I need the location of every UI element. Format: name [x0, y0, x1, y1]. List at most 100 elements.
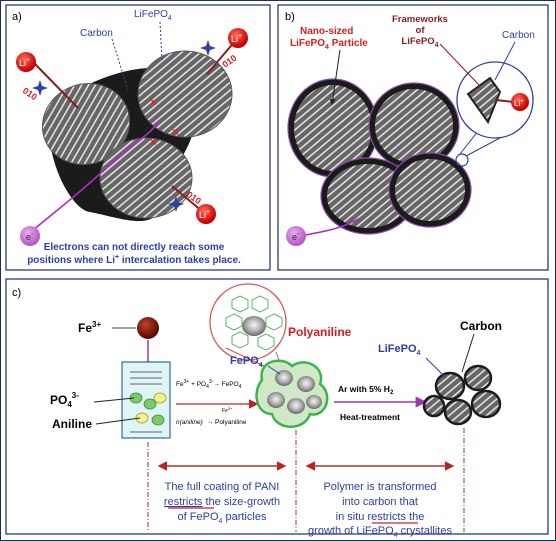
po4-pointer [93, 397, 135, 403]
lifepo4-label-a: LiFePO4 [134, 9, 172, 22]
reaction-1: Fe3+ + PO43-→ FePO4 [176, 379, 242, 390]
particle-label-b-2: LiFePO4 Particle [290, 38, 368, 51]
electron-a-label: e- [26, 231, 34, 242]
aniline-label: Aniline [52, 417, 92, 431]
beaker-particle-4 [135, 412, 149, 424]
framework-wedge-b [466, 76, 502, 125]
product-particle-5 [422, 394, 446, 418]
beaker-particle-2 [143, 398, 157, 410]
fepo4-core-5 [306, 395, 322, 409]
po4-label: PO43- [50, 391, 79, 409]
product-particle-4 [443, 398, 473, 426]
particle-label-b-1: Nano-sized [300, 26, 353, 37]
li-ion-b [511, 93, 529, 111]
reaction-2: n(aniline)→ Polyaniline [176, 419, 247, 426]
aniline-pointer [95, 417, 141, 425]
zoom-spot-b [455, 153, 469, 167]
frameworks-label-b-2: of [416, 25, 426, 36]
li-ion-2 [228, 28, 248, 48]
panel-a-letter: a) [12, 11, 22, 23]
product-particle-3 [470, 389, 502, 419]
note-right-1: Polymer is transformed [323, 481, 436, 493]
frameworks-pointer-b [439, 43, 481, 87]
electron-b-label: e- [292, 231, 300, 242]
particle-pointer-b [329, 49, 341, 105]
fepo4-core-3 [267, 392, 285, 408]
panel-b: b) Li+ Nano-sized LiFePO4 Particle Frame… [277, 4, 549, 271]
li-path-1 [34, 63, 79, 109]
particle-b-4 [389, 153, 471, 227]
product-particle-1 [434, 371, 466, 401]
fepo4-label: FePO4 [230, 355, 263, 369]
electron-b [286, 226, 306, 246]
heat-label: Heat-treatment [340, 412, 400, 422]
frameworks-label-b-3: LiFePO4 [401, 36, 438, 49]
panel-b-letter: b) [285, 11, 295, 23]
li-ion-1-label: Li+ [19, 57, 30, 68]
particle-top-a [137, 50, 233, 138]
ring-4 [265, 313, 283, 331]
ar-label: Ar with 5% H2 [338, 384, 394, 396]
polyaniline-label: Polyaniline [288, 325, 352, 339]
li-path-3 [171, 185, 204, 213]
note-right-2: into carbon that [342, 496, 418, 508]
carbon-label-a: Carbon [80, 28, 113, 39]
beaker-particle-3 [153, 392, 167, 404]
particle-left-a [41, 83, 131, 165]
panel-a: a) × × × Li+ Li+ Li+ 010 010 010 Carbon [5, 4, 271, 271]
particle-cluster-b [287, 78, 472, 235]
block-mark-2: × [150, 135, 157, 149]
electron-path-a [27, 119, 161, 235]
carbon-label-c: Carbon [460, 319, 502, 333]
panel-c-letter: c) [12, 287, 21, 299]
li-ion-b-label: Li+ [514, 99, 524, 108]
ring-2 [251, 295, 269, 313]
fepo4-pointer [267, 365, 281, 375]
fe-label: Fe3+ [78, 320, 101, 335]
block-mark-1: × [150, 95, 157, 109]
carbon-pointer-c [461, 333, 475, 373]
note-left-2: restricts the size-growth [164, 496, 280, 508]
caption-a-line1: Electrons can not directly reach some [44, 242, 225, 253]
carbon-label-b: Carbon [502, 30, 535, 41]
product-cluster [422, 364, 502, 426]
li-path-2 [206, 39, 237, 75]
li-ion-3-label: Li+ [199, 209, 210, 220]
ring-1 [231, 295, 249, 313]
zoom-core [242, 316, 266, 336]
note-left-3: of FePO4 particles [178, 511, 267, 525]
ring-6 [257, 333, 275, 351]
particle-b-4-coat [388, 152, 472, 228]
carbon-pointer-b [494, 41, 516, 81]
note-left-1: The full coating of PANI [165, 481, 280, 493]
panel-c: c) Fe3+ PO43- Aniline Fe3+ + PO43-→ FePO… [5, 278, 549, 539]
fepo4-core-2 [297, 376, 315, 392]
fepo4-core-4 [287, 398, 305, 414]
lifepo4-label-c: LiFePO4 [378, 343, 421, 357]
carbon-pointer-a [111, 38, 129, 91]
star-marker-2 [200, 40, 216, 56]
li-path-b [495, 99, 515, 103]
electron-a [20, 226, 40, 246]
particle-b-2 [369, 83, 459, 169]
li-ion-1 [16, 52, 36, 72]
li-ion-3 [196, 204, 216, 224]
note-right-4: growth of LiFePO4 crystallites [308, 525, 452, 539]
catalyst-label: Fe3+ [222, 406, 233, 414]
particle-bottom-a [99, 137, 193, 219]
lifepo4-pointer-c [425, 357, 447, 379]
li-ion-2-label: Li+ [231, 33, 242, 44]
star-marker-1 [32, 80, 48, 96]
frameworks-label-b-1: Frameworks [392, 14, 448, 25]
ring-5 [231, 331, 249, 349]
fe-ion [137, 317, 159, 339]
note-right-3: in situ restricts the [336, 511, 425, 523]
ring-3 [225, 313, 243, 331]
block-mark-3: × [172, 125, 179, 139]
zoom-line-1 [225, 347, 269, 369]
caption-a-line2: positions where Li+ intercalation takes … [27, 254, 241, 266]
product-particle-2 [463, 364, 493, 392]
beaker-particle-5 [151, 414, 165, 426]
polyaniline-rings [225, 295, 283, 351]
